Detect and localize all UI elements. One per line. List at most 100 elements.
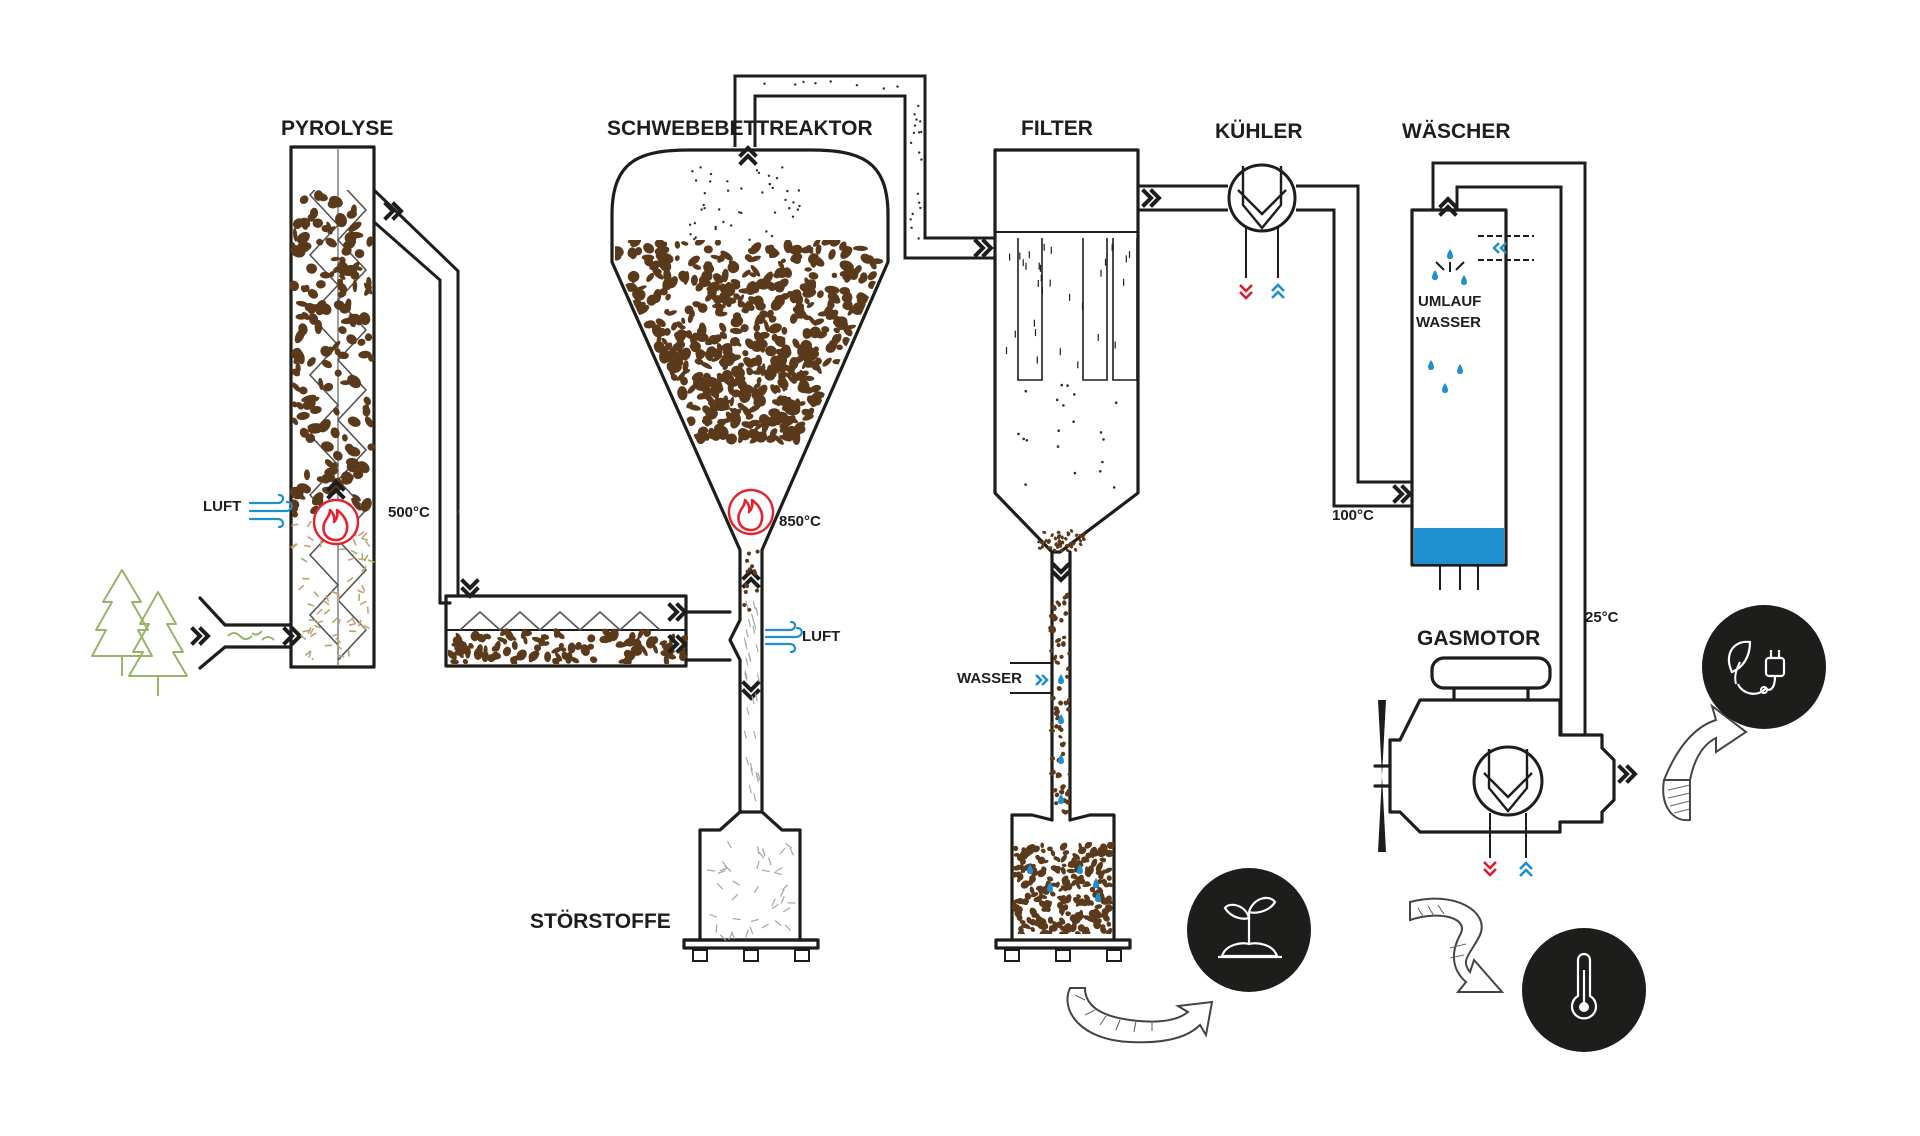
dust-dot (694, 179, 698, 182)
particle (682, 360, 689, 372)
texture-stroke (728, 932, 733, 940)
particle (351, 497, 362, 511)
particle (678, 270, 690, 283)
particle (798, 345, 809, 355)
texture-stroke (761, 869, 770, 873)
air-label-reactor: LUFT (802, 628, 840, 645)
texture-stroke (707, 869, 716, 872)
particle (659, 640, 668, 646)
particle (567, 642, 576, 654)
texture-stroke (749, 926, 754, 935)
particle (1082, 931, 1091, 934)
particle (1064, 923, 1073, 933)
particle (363, 282, 373, 295)
dust-dot (1022, 437, 1025, 441)
texture-stroke (773, 871, 782, 876)
particle (721, 268, 729, 283)
particle (615, 641, 624, 648)
particle (306, 263, 318, 274)
particle (1012, 845, 1019, 852)
temperature-pyrolyse: 500°C (388, 504, 430, 521)
texture-stroke (300, 634, 307, 641)
particle (1097, 886, 1104, 894)
texture-stroke (782, 907, 791, 913)
texture-stroke (366, 606, 369, 614)
particle (482, 651, 487, 658)
texture-stroke (744, 929, 750, 938)
dust-dot (917, 131, 921, 134)
particle (299, 386, 308, 395)
texture-stroke (732, 880, 740, 886)
texture-stroke (751, 696, 755, 705)
particle (1015, 871, 1024, 880)
particle (304, 302, 314, 312)
particle (733, 293, 741, 300)
texture-stroke (780, 895, 785, 904)
particle (731, 354, 742, 361)
texture-stroke (744, 641, 748, 650)
particle (743, 590, 748, 594)
particle (299, 195, 309, 204)
particle (662, 276, 674, 291)
texture-stroke (771, 898, 776, 907)
dust-dot (784, 198, 787, 202)
texture-stroke (309, 632, 317, 638)
particle (653, 341, 665, 353)
dust-dot (691, 170, 694, 173)
dust-dot (1072, 420, 1075, 424)
dust-dot (1056, 445, 1060, 448)
particle (323, 382, 334, 392)
particle (1056, 686, 1062, 691)
particle (1082, 883, 1092, 888)
particle (1060, 751, 1066, 757)
dust-dot (1101, 460, 1104, 464)
particle (722, 346, 733, 357)
particle (1085, 915, 1094, 922)
particle (451, 311, 456, 317)
particle (1066, 788, 1070, 794)
particle (316, 476, 326, 483)
particle (665, 293, 671, 301)
particle (1100, 898, 1109, 905)
particle (332, 450, 343, 461)
particle (1058, 908, 1065, 915)
particle (1030, 843, 1036, 849)
particle (1062, 850, 1070, 856)
particle (448, 386, 456, 394)
particle (722, 377, 733, 387)
particle (444, 400, 450, 405)
texture-stroke (745, 756, 749, 766)
texture-stroke (346, 618, 354, 623)
particle (580, 644, 590, 656)
particle (1103, 867, 1113, 874)
particle (766, 281, 776, 292)
texture-stroke (309, 627, 315, 635)
particle (630, 240, 642, 248)
texture-stroke (771, 903, 779, 910)
water-drop (1457, 364, 1463, 374)
particle (1057, 602, 1062, 607)
particle (1051, 615, 1058, 622)
particle (1083, 894, 1091, 902)
particle (1064, 700, 1070, 706)
particle (680, 376, 688, 386)
particle (1058, 896, 1065, 902)
particle (1093, 909, 1102, 919)
particle (748, 419, 761, 427)
particle (777, 411, 789, 421)
particle (1029, 875, 1036, 883)
particle (1031, 870, 1039, 877)
particle (1053, 536, 1057, 541)
particle (775, 395, 784, 407)
particle (296, 231, 310, 244)
water-drop (1095, 892, 1101, 902)
texture-stroke (719, 934, 727, 941)
particle (447, 457, 454, 464)
particle (458, 651, 464, 659)
dust-dot (918, 201, 921, 204)
texture-stroke (332, 591, 340, 596)
dust-dot (699, 166, 702, 169)
particle (446, 390, 452, 396)
particle (843, 326, 853, 337)
particle (1063, 611, 1069, 616)
